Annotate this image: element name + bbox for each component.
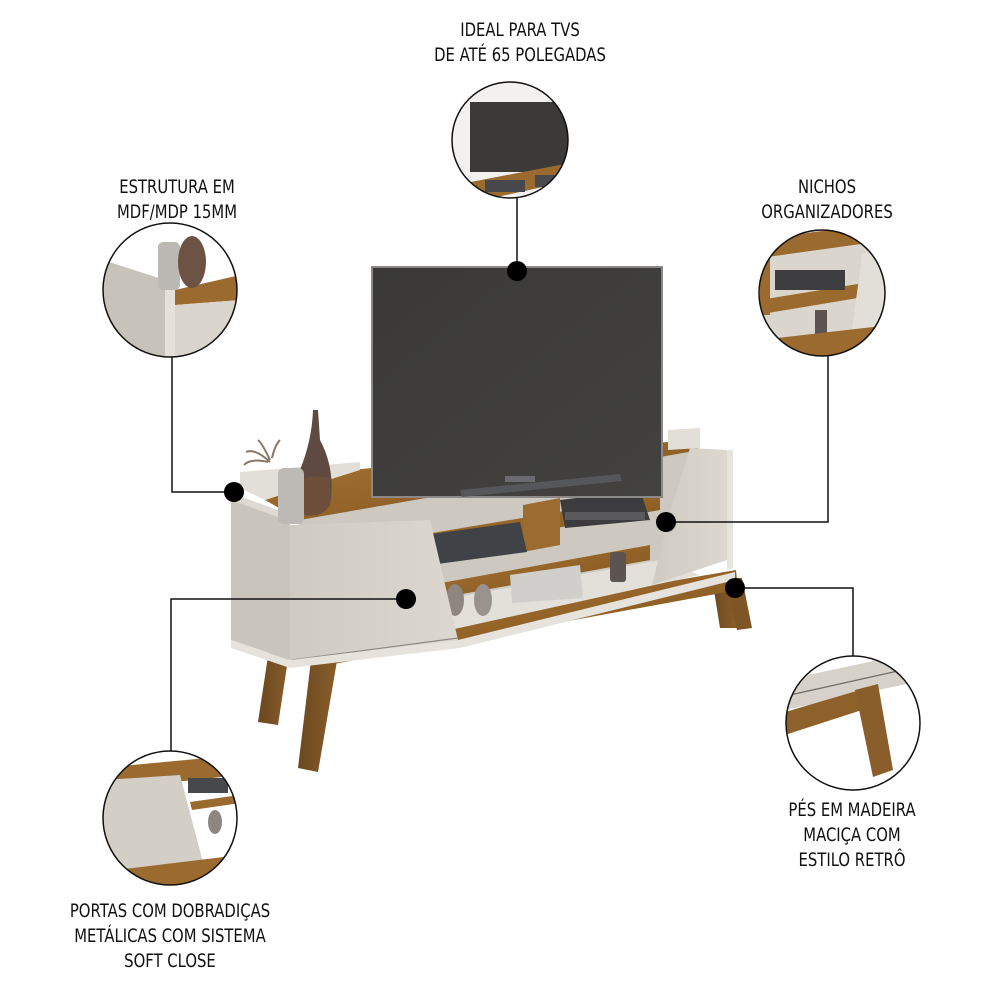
dry-plant: [243, 439, 281, 466]
caption-line: MACIÇA COM: [803, 824, 901, 846]
connector-structure: [171, 357, 234, 493]
left-door: [290, 520, 458, 662]
detail-circle-doors: [103, 751, 237, 885]
connector-lines: [170, 198, 854, 751]
caption-line: PÉS EM MADEIRA: [788, 799, 916, 821]
caption-legs: PÉS EM MADEIRA MACIÇA COM ESTILO RETRÔ: [743, 798, 961, 873]
left-end-panel: [231, 495, 290, 660]
detail-circle-legs-border: [785, 655, 921, 791]
decor-jar: [610, 552, 626, 582]
callout-dots: [224, 261, 745, 609]
detail-circle-tv: [452, 82, 568, 198]
shelf-divider: [523, 498, 560, 552]
connector-legs: [735, 587, 854, 656]
magazine: [510, 565, 583, 603]
caption-line: ESTRUTURA EM: [119, 176, 235, 198]
caption-line: SOFT CLOSE: [124, 950, 216, 972]
tv-base: [460, 474, 622, 497]
caption-niches: NICHOS ORGANIZADORES: [733, 175, 920, 225]
game-console: [425, 522, 527, 565]
caption-line: ESTILO RETRÔ: [798, 849, 906, 871]
caption-line: PORTAS COM DOBRADIÇAS: [69, 900, 271, 922]
right-door: [652, 448, 727, 585]
caption-line: DE ATÉ 65 POLEGADAS: [434, 44, 606, 66]
caption-tv-size: IDEAL PARA TVs DE ATÉ 65 POLEGADAS: [403, 18, 637, 68]
detail-circle-tv-border: [451, 81, 569, 199]
dot-legs: [725, 578, 745, 598]
decor-vases: [243, 410, 332, 524]
caption-line: IDEAL PARA TVs: [460, 19, 580, 41]
caption-doors: PORTAS COM DOBRADIÇAS METÁLICAS COM SIST…: [45, 899, 295, 974]
caption-line: ORGANIZADORES: [761, 201, 893, 223]
detail-circle-niches-border: [758, 229, 886, 357]
television: [371, 266, 663, 498]
detail-circle-niches: [759, 230, 885, 356]
detail-circle-doors-border: [102, 750, 238, 886]
dot-niches: [656, 512, 676, 532]
front-left-leg: [298, 652, 338, 772]
caption-line: NICHOS: [797, 176, 857, 198]
dot-structure: [224, 482, 244, 502]
caption-line: MDF/MDP 15MM: [117, 201, 237, 223]
caption-structure: ESTRUTURA EM MDF/MDP 15MM: [83, 175, 270, 225]
dot-doors: [396, 589, 416, 609]
connector-niches: [666, 356, 829, 523]
connector-doors: [170, 598, 406, 751]
detail-circle-legs: [786, 656, 920, 790]
tv-screen: [373, 268, 661, 496]
detail-circle-structure: [103, 223, 237, 357]
dot-tv: [507, 261, 527, 281]
decor-vase-white: [278, 468, 304, 524]
caption-line: METÁLICAS COM SISTEMA: [74, 925, 266, 947]
tv-stand: [231, 266, 752, 772]
detail-circle-structure-border: [102, 222, 238, 358]
